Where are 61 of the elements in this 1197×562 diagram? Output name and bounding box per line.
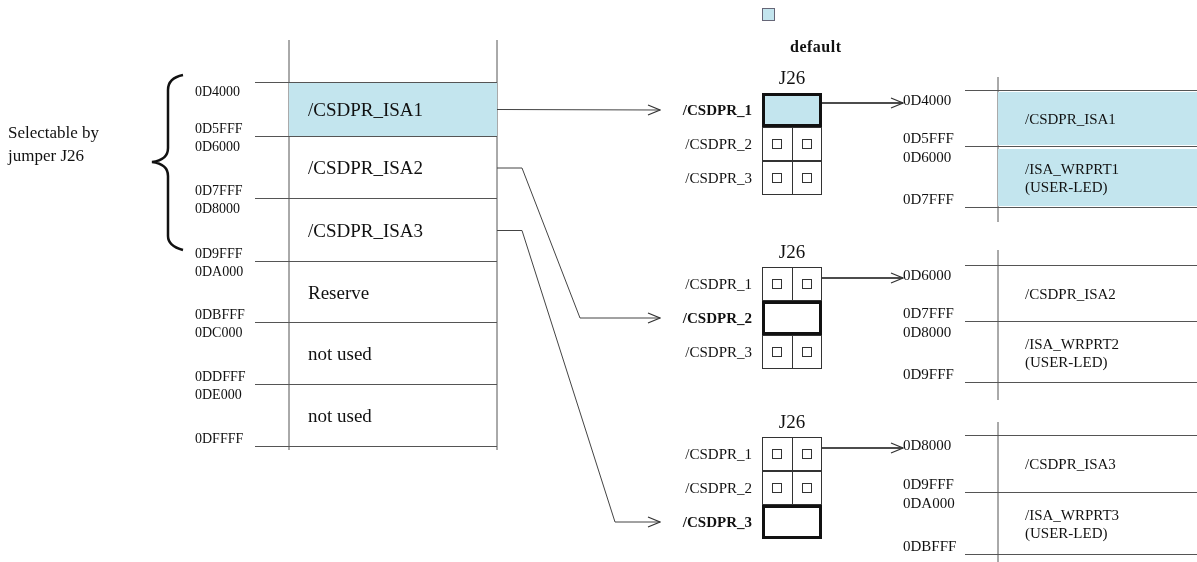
region-name: Reserve	[308, 281, 370, 304]
memory-region	[903, 265, 1197, 322]
address-label: 0DA000	[195, 265, 244, 279]
address-label: 0D6000	[903, 150, 952, 165]
region-name: /CSDPR_ISA2	[1025, 284, 1116, 303]
address-label: 0DBFFF	[195, 308, 245, 322]
address-label: 0DDFFF	[195, 370, 246, 384]
address-label: 0D9FFF	[903, 367, 954, 382]
region-name: not used	[308, 342, 372, 366]
region-name: not used	[308, 404, 372, 428]
region-name: /ISA_WRPRT3 (USER-LED)	[1025, 506, 1121, 542]
address-label: 0D9FFF	[195, 247, 243, 261]
address-label: 0D6000	[903, 268, 952, 283]
address-label: 0DA000	[903, 496, 955, 511]
arrow	[496, 104, 661, 116]
region-name: /ISA_WRPRT2 (USER-LED)	[1025, 334, 1121, 371]
address-label: 0D5FFF	[903, 131, 954, 146]
region-name: /ISA_WRPRT1 (USER-LED)	[1025, 159, 1121, 196]
address-label: 0DE000	[195, 388, 242, 402]
memory-region	[195, 82, 497, 137]
signal-label: /CSDPR_2	[684, 479, 753, 497]
signal-label: /CSDPR_1	[684, 275, 753, 293]
address-label: 0D8000	[195, 202, 241, 216]
address-label: 0D8000	[903, 438, 952, 453]
address-label: 0DBFFF	[903, 539, 957, 554]
signal-label: /CSDPR_3	[684, 169, 753, 187]
signal-label: /CSDPR_3	[681, 513, 753, 531]
region-name: /CSDPR_ISA3	[1025, 455, 1116, 473]
address-label: 0D4000	[903, 93, 952, 108]
region-name: /CSDPR_ISA1	[1025, 109, 1116, 128]
address-label: 0D7FFF	[903, 192, 954, 207]
arrow	[496, 230, 661, 528]
arrow	[821, 272, 904, 284]
bracket-label: Selectable by jumper J26	[8, 122, 101, 167]
memory-region	[903, 90, 1197, 147]
arrow	[821, 97, 904, 109]
address-label: 0D5FFF	[195, 122, 243, 136]
legend-label: default	[790, 38, 842, 56]
address-label: 0DFFFF	[195, 432, 244, 446]
arrow	[821, 442, 904, 454]
address-label: 0D8000	[903, 325, 952, 340]
region-name: /CSDPR_ISA2	[308, 156, 424, 180]
jumper-name: J26	[777, 240, 807, 264]
signal-label: /CSDPR_2	[681, 309, 753, 327]
arrow	[496, 167, 661, 324]
address-label: 0D7FFF	[195, 184, 243, 198]
signal-label: /CSDPR_2	[684, 135, 753, 153]
signal-label: /CSDPR_1	[684, 445, 753, 463]
jumper-name: J26	[777, 410, 807, 434]
address-label: 0D4000	[195, 85, 241, 99]
memory-region	[903, 147, 1197, 208]
address-label: 0D9FFF	[903, 477, 954, 492]
address-label: 0D6000	[195, 140, 241, 154]
region-name: /CSDPR_ISA1	[308, 98, 424, 121]
address-label: 0DC000	[195, 326, 243, 340]
region-name: /CSDPR_ISA3	[308, 219, 424, 242]
memory-region	[903, 435, 1197, 493]
signal-label: /CSDPR_3	[684, 343, 753, 361]
address-label: 0D7FFF	[903, 306, 954, 321]
signal-label: /CSDPR_1	[681, 101, 753, 119]
jumper-name: J26	[777, 66, 807, 90]
